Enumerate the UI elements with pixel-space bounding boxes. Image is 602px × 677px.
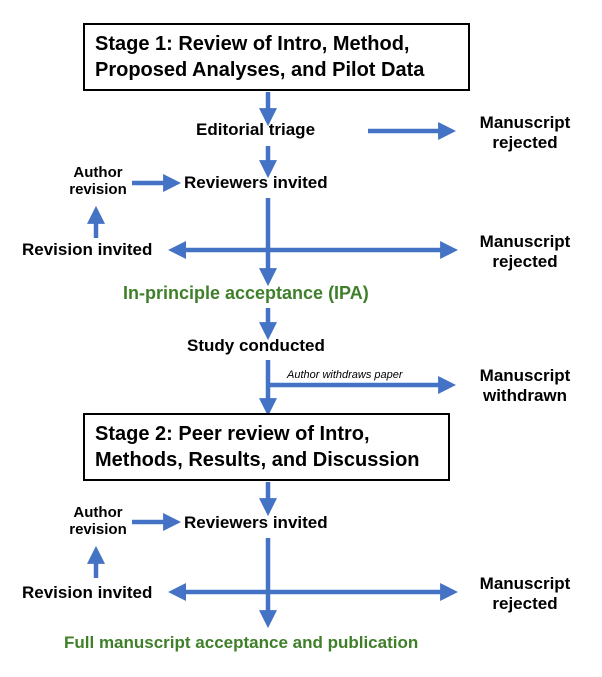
- editorial-triage-label: Editorial triage: [196, 120, 316, 139]
- withdrawn-label: Manuscript withdrawn: [460, 366, 590, 405]
- stage1-box: Stage 1: Review of Intro, Method, Propos…: [83, 23, 470, 91]
- reviewers-invited-label-2: Reviewers invited: [184, 513, 328, 532]
- author-revision-2-line1: Author: [73, 504, 123, 521]
- author-revision-label-2: Author revision: [58, 504, 138, 539]
- revision-invited-label-1: Revision invited: [22, 240, 153, 259]
- rejected-label-2: Manuscript rejected: [460, 232, 590, 271]
- rejected-2-line2: rejected: [492, 251, 558, 271]
- stage2-box: Stage 2: Peer review of Intro, Methods, …: [83, 413, 450, 481]
- final-acceptance-label: Full manuscript acceptance and publicati…: [64, 633, 419, 652]
- rejected-1-line2: rejected: [492, 132, 558, 152]
- ipa-label: In-principle acceptance (IPA): [123, 283, 369, 303]
- rejected-label-1: Manuscript rejected: [460, 113, 590, 152]
- rejected-2-line1: Manuscript: [479, 232, 571, 251]
- rejected-1-line1: Manuscript: [479, 113, 571, 132]
- reviewers-invited-label-1: Reviewers invited: [184, 173, 328, 192]
- author-revision-2-line2: revision: [69, 521, 127, 539]
- stage2-line1: Stage 2: Peer review of Intro,: [95, 423, 370, 445]
- rejected-label-3: Manuscript rejected: [460, 574, 590, 613]
- rejected-3-line2: rejected: [492, 593, 558, 613]
- study-conducted-label: Study conducted: [187, 336, 325, 355]
- revision-invited-label-2: Revision invited: [22, 583, 153, 602]
- author-revision-1-line2: revision: [69, 181, 127, 199]
- withdrawn-line1: Manuscript: [479, 366, 571, 385]
- stage1-line1: Stage 1: Review of Intro, Method,: [95, 33, 410, 55]
- author-revision-1-line1: Author: [73, 164, 123, 181]
- stage1-line2: Proposed Analyses, and Pilot Data: [95, 59, 425, 81]
- author-withdraws-label: Author withdraws paper: [287, 369, 403, 381]
- author-revision-label-1: Author revision: [58, 164, 138, 199]
- withdrawn-line2: withdrawn: [482, 385, 568, 405]
- stage2-line2: Methods, Results, and Discussion: [95, 449, 420, 471]
- rejected-3-line1: Manuscript: [479, 574, 571, 593]
